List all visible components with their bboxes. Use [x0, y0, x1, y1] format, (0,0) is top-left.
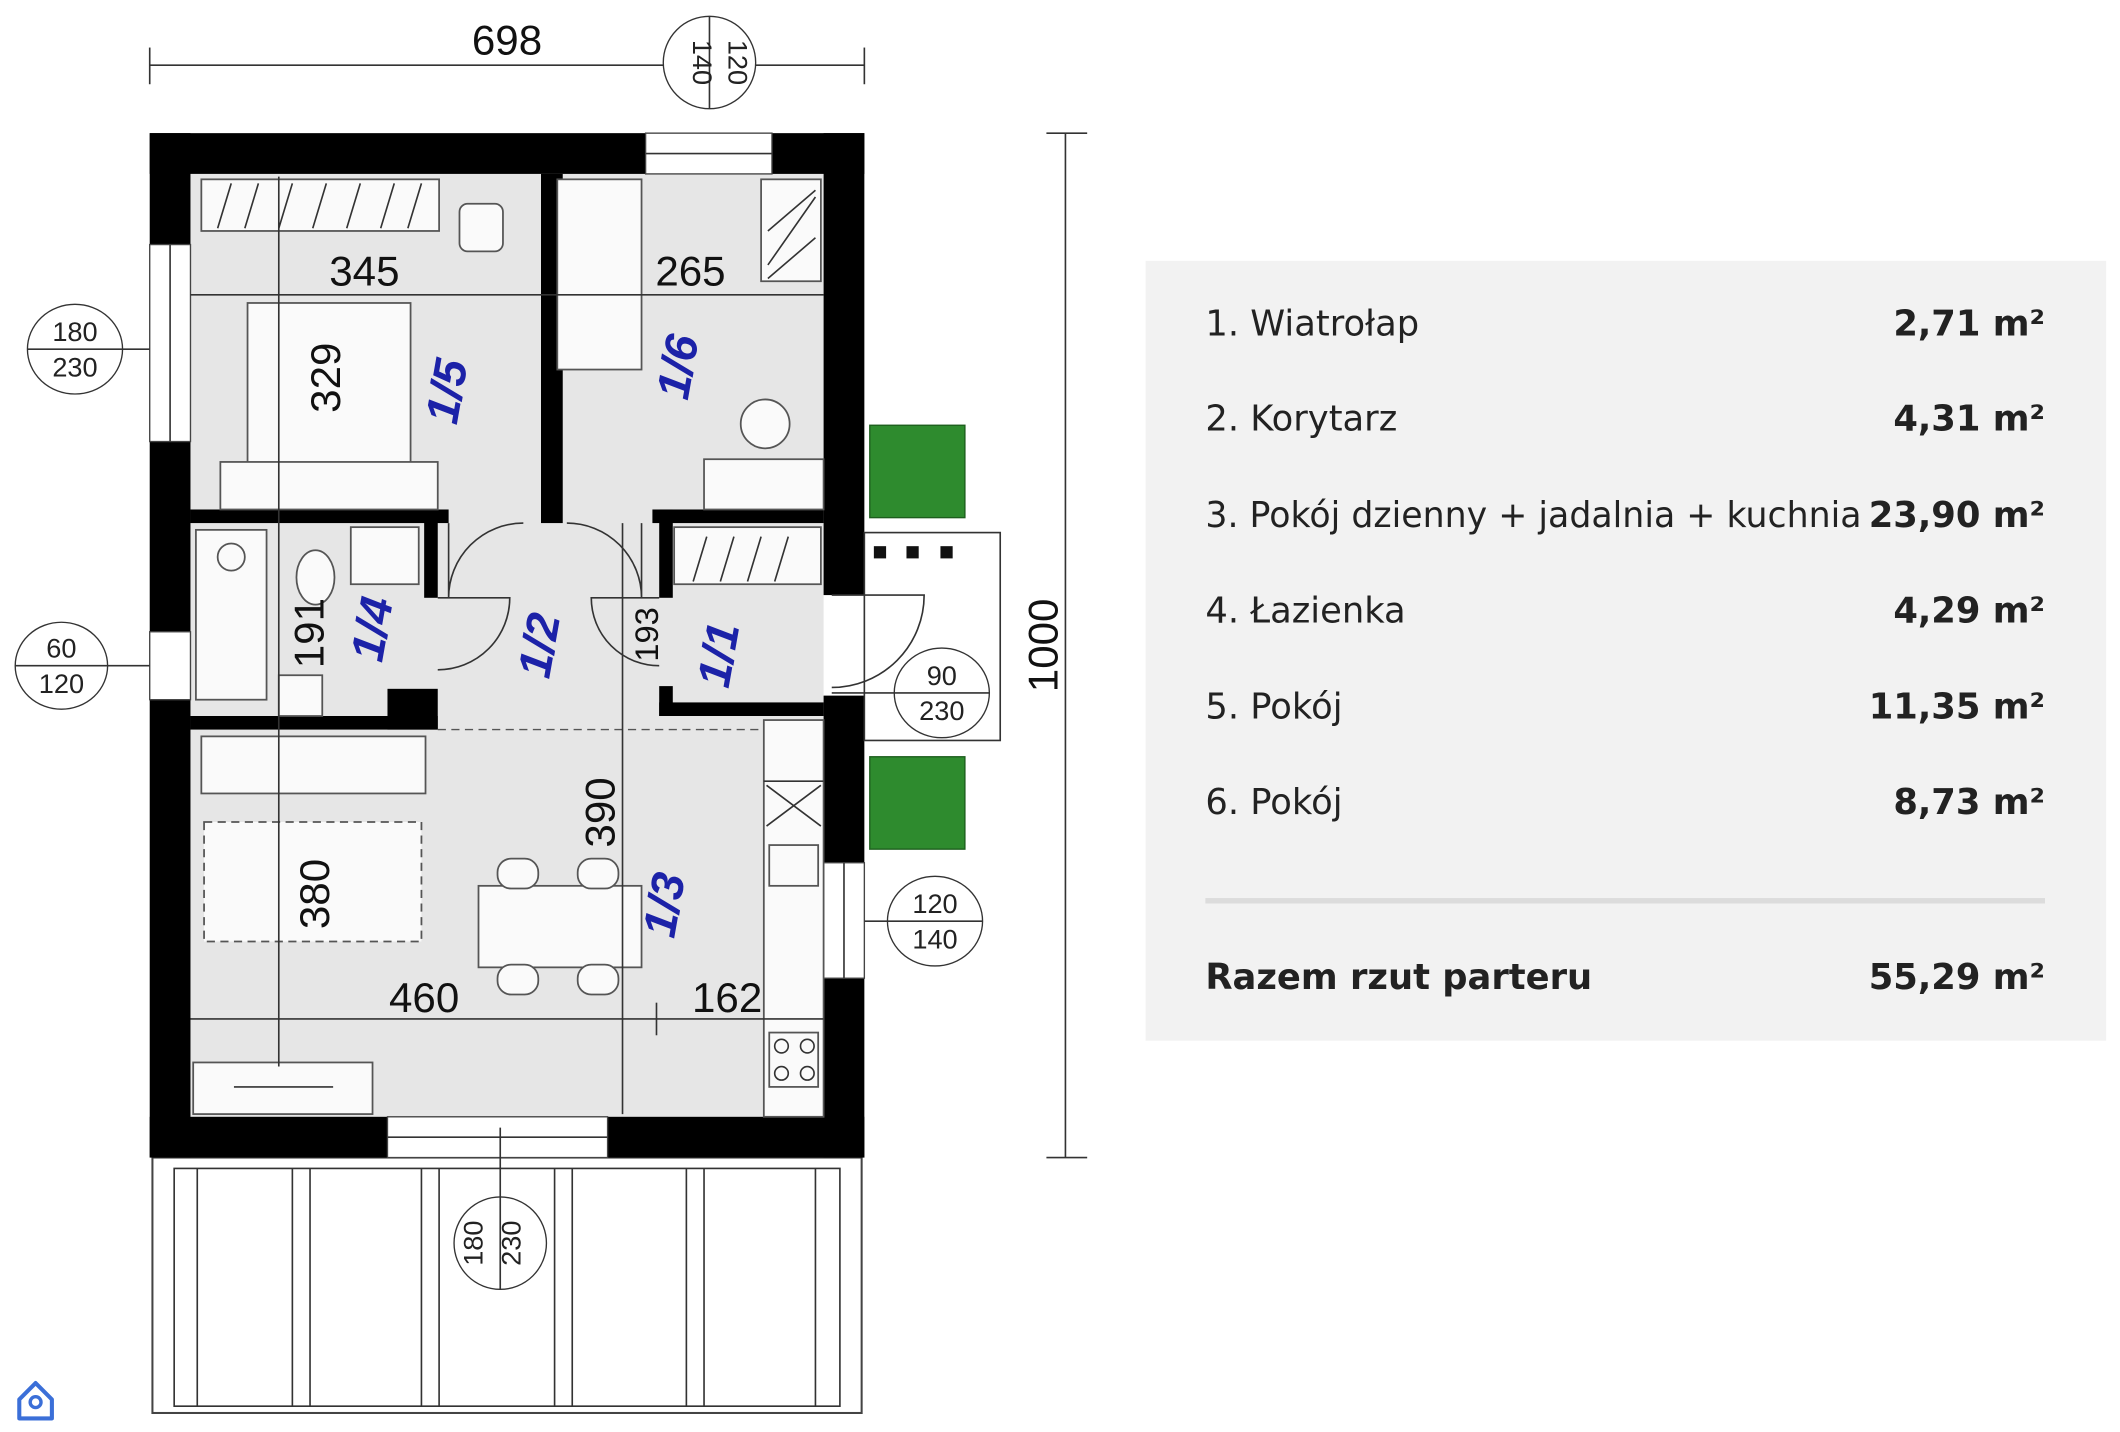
svg-text:8,73 m²: 8,73 m² — [1893, 782, 2045, 823]
room-label-1: 1/1 — [687, 619, 749, 691]
area-row: 4. Łazienka 4,29 m² — [1205, 590, 2045, 631]
opening-tag: 140 120 — [662, 15, 757, 110]
entrance-step-marks — [873, 546, 953, 559]
area-row: 5. Pokój 11,35 m² — [1205, 687, 2045, 728]
kitchen-width-dimension: 162 — [692, 974, 762, 1021]
living-depth-dimension: 390 — [576, 777, 623, 847]
plant-icon — [869, 756, 966, 850]
room-label-3: 1/3 — [633, 868, 695, 941]
svg-text:180: 180 — [458, 1220, 489, 1265]
overall-depth-dimension: 1000 — [1019, 599, 1066, 693]
living-depth-b-dimension: 380 — [291, 859, 338, 929]
svg-text:6. Pokój: 6. Pokój — [1205, 782, 1342, 823]
svg-text:4,29 m²: 4,29 m² — [1893, 590, 2045, 631]
vestibule-depth-dimension: 193 — [628, 607, 665, 661]
walls — [149, 133, 865, 1158]
room5-depth-dimension: 329 — [302, 343, 349, 413]
bath-depth-dimension: 191 — [286, 598, 333, 668]
svg-text:230: 230 — [52, 351, 97, 382]
overall-width-dimension: 698 — [472, 16, 542, 63]
opening-tag: 180 230 — [453, 1127, 548, 1291]
area-row: 6. Pokój 8,73 m² — [1205, 782, 2045, 823]
svg-text:11,35 m²: 11,35 m² — [1869, 687, 2045, 728]
room-label-2: 1/2 — [508, 609, 570, 682]
room-label-6: 1/6 — [646, 330, 708, 403]
svg-text:Razem rzut parteru: Razem rzut parteru — [1205, 957, 1592, 998]
room-label-5: 1/5 — [415, 354, 478, 428]
svg-text:4,31 m²: 4,31 m² — [1893, 399, 2045, 440]
svg-text:120: 120 — [39, 668, 84, 699]
living-width-dimension: 460 — [389, 974, 459, 1021]
room6-width-dimension: 265 — [655, 247, 725, 294]
opening-tag: 180 230 — [26, 303, 150, 395]
svg-text:140: 140 — [687, 40, 718, 85]
divider — [1205, 898, 2046, 904]
svg-text:2,71 m²: 2,71 m² — [1893, 304, 2045, 345]
svg-text:90: 90 — [927, 660, 957, 691]
area-total-row: Razem rzut parteru 55,29 m² — [1205, 957, 2045, 998]
svg-text:1. Wiatrołap: 1. Wiatrołap — [1205, 304, 1419, 345]
svg-text:60: 60 — [46, 633, 76, 664]
svg-text:3. Pokój dzienny + jadalnia +: 3. Pokój dzienny + jadalnia + kuchnia — [1205, 495, 1861, 536]
plant-icon — [869, 424, 966, 519]
area-summary-panel: 1. Wiatrołap 2,71 m² 2. Korytarz 4,31 m² 3… — [1145, 260, 2107, 1041]
area-row: 1. Wiatrołap 2,71 m² — [1205, 304, 2045, 345]
svg-text:230: 230 — [919, 695, 964, 726]
svg-text:120: 120 — [722, 40, 753, 85]
opening-tag: 90 230 — [831, 647, 991, 739]
svg-text:5. Pokój: 5. Pokój — [1205, 687, 1342, 728]
opening-tag: 60 120 — [14, 621, 150, 710]
svg-text:2. Korytarz: 2. Korytarz — [1205, 399, 1397, 440]
svg-text:180: 180 — [52, 316, 97, 347]
svg-text:23,90 m²: 23,90 m² — [1869, 495, 2045, 536]
svg-text:4. Łazienka: 4. Łazienka — [1205, 590, 1405, 631]
logo-icon — [17, 1381, 54, 1421]
room5-width-dimension: 345 — [329, 247, 399, 294]
svg-text:120: 120 — [912, 888, 957, 919]
svg-text:55,29 m²: 55,29 m² — [1869, 957, 2045, 998]
room-label-4: 1/4 — [341, 593, 403, 665]
svg-text:230: 230 — [496, 1220, 527, 1265]
opening-tag: 120 140 — [864, 875, 984, 967]
area-row: 2. Korytarz 4,31 m² — [1205, 399, 2045, 440]
svg-text:140: 140 — [912, 923, 957, 954]
furniture — [192, 178, 825, 1118]
